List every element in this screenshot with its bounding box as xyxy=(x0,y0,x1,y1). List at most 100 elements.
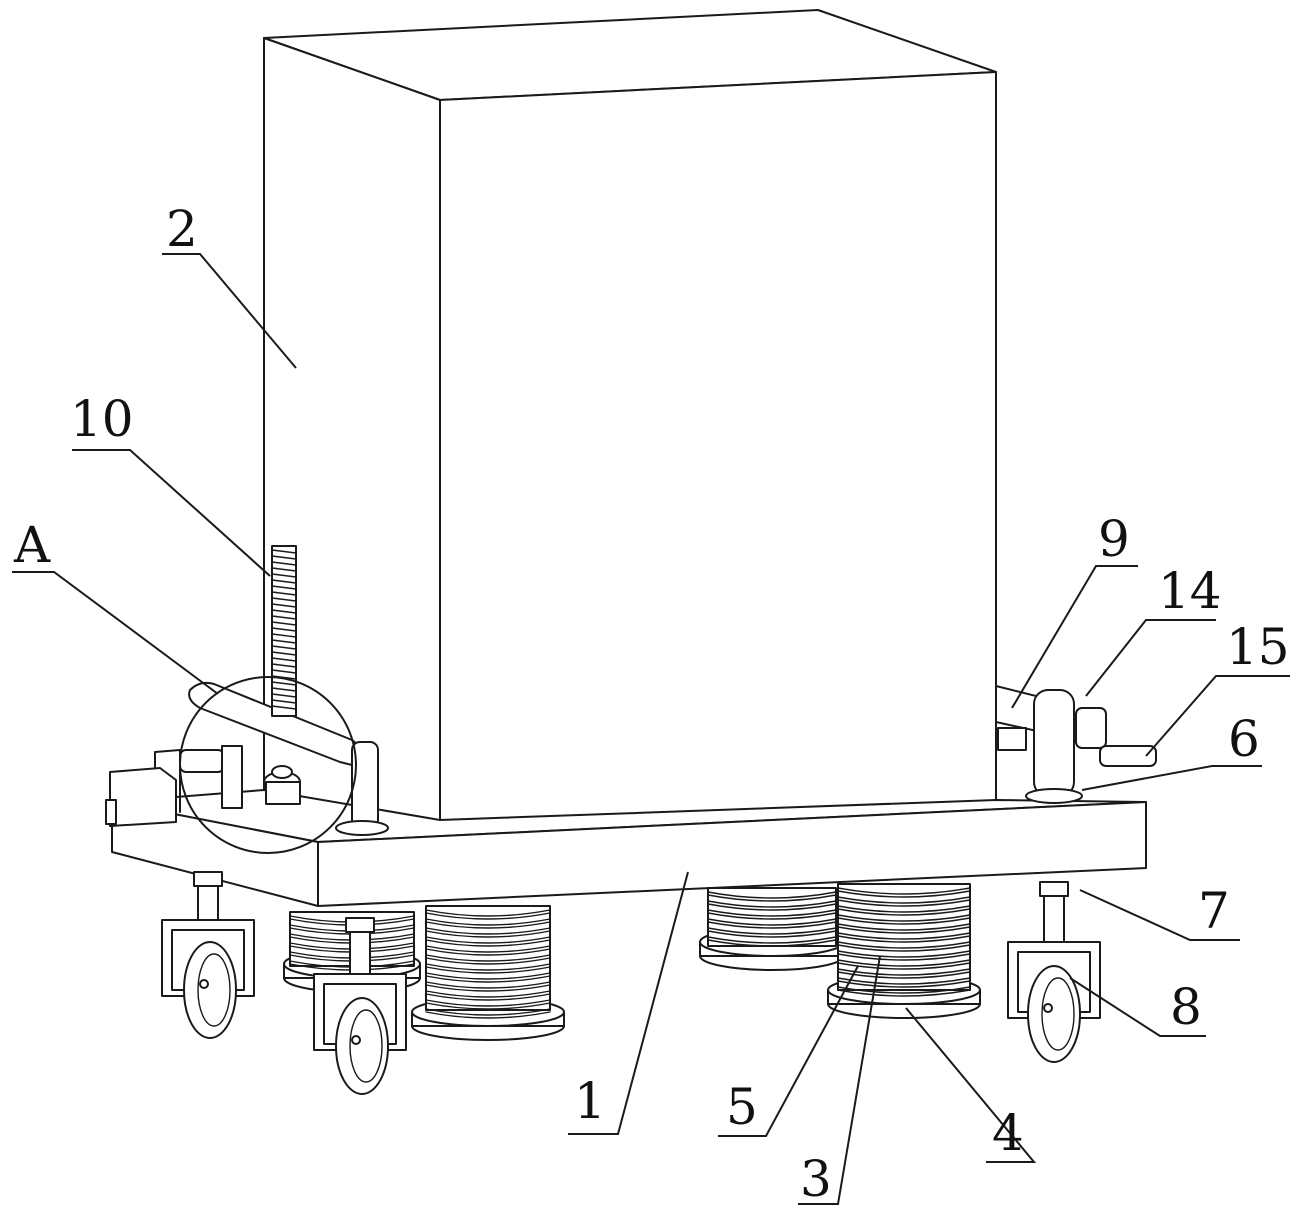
thread-line xyxy=(271,657,297,662)
left-rail-assembly xyxy=(105,681,389,836)
spring-rear-right-coil xyxy=(707,927,837,935)
thread-line xyxy=(271,573,297,578)
caster-front-left-collar xyxy=(345,917,375,933)
spring-rear-right-coil xyxy=(707,891,837,899)
spring-front-left-coil xyxy=(425,1002,551,1010)
callout-8: 8 xyxy=(1170,978,1202,1036)
leader-a xyxy=(12,571,219,695)
caster-right-wheel xyxy=(1027,965,1081,1063)
spring-front-left-coil xyxy=(425,936,551,944)
caster-rear-left-axle xyxy=(199,979,209,989)
thread-line xyxy=(271,627,297,632)
caster-rear-left-wheel xyxy=(183,941,237,1039)
leader-10 xyxy=(72,449,271,577)
spring-front-right-coil xyxy=(837,890,971,898)
spring-front-left-coil xyxy=(425,921,551,929)
spring-front-right-coil xyxy=(837,944,971,952)
threaded-rod xyxy=(271,545,297,717)
caster-rear-left-collar xyxy=(193,871,223,887)
thread-line xyxy=(271,705,297,710)
spring-rear-right-coil xyxy=(707,936,837,944)
spring-rear-right-coil xyxy=(707,912,837,920)
leader-2 xyxy=(162,253,297,369)
caster-front-left-axle xyxy=(351,1035,361,1045)
thread-line xyxy=(271,567,297,572)
thread-line xyxy=(271,663,297,668)
threaded-rod-threads xyxy=(271,549,297,710)
spring-front-right-coil xyxy=(837,935,971,943)
spring-rear-right-coil xyxy=(707,894,837,902)
caster-front-left xyxy=(313,917,407,1095)
spring-front-left-coil xyxy=(425,966,551,974)
leader-1 xyxy=(568,871,689,1135)
spring-front-right-coil xyxy=(837,923,971,931)
right-upright-base xyxy=(1025,788,1083,804)
spring-front-left-coil xyxy=(425,984,551,992)
left-rail-lip xyxy=(154,749,181,813)
spring-front-right-coil xyxy=(837,908,971,916)
caster-right-wheel-rim xyxy=(1041,977,1075,1051)
spring-front-right-coil xyxy=(837,896,971,904)
spring-front-left-coil xyxy=(425,1008,551,1016)
spring-rear-right-coil xyxy=(707,900,837,908)
caster-front-left-wheel-rim xyxy=(349,1009,383,1083)
callout-10: 10 xyxy=(70,390,134,448)
left-bolt-top xyxy=(271,765,293,779)
spring-rear-right xyxy=(699,887,845,971)
spring-front-right-coil xyxy=(837,926,971,934)
leader-7 xyxy=(1079,889,1240,941)
cabinet-front-face xyxy=(439,71,997,833)
caster-rear-left xyxy=(161,871,255,1039)
spring-group xyxy=(283,883,981,1041)
thread-line xyxy=(271,591,297,596)
spring-front-left-coil xyxy=(425,957,551,965)
spring-front-left-coil xyxy=(425,972,551,980)
leader-3 xyxy=(798,955,881,1205)
spring-front-right-coil xyxy=(837,953,971,961)
spring-front-left xyxy=(411,905,565,1041)
callout-a: A xyxy=(13,516,51,574)
spring-rear-right-coil xyxy=(707,918,837,926)
left-bolt-body xyxy=(265,781,301,805)
spring-front-left-coil xyxy=(425,993,551,1001)
right-clamp-pin xyxy=(1099,745,1157,767)
base-plate-edge xyxy=(317,801,1147,843)
leader-5 xyxy=(718,965,859,1137)
spring-front-left-coil xyxy=(425,939,551,947)
spring-front-right-coil xyxy=(837,986,971,994)
spring-front-right-coil xyxy=(837,941,971,949)
leader-lines xyxy=(12,253,1290,1205)
left-clamp-post xyxy=(221,745,243,809)
left-clamp-pin xyxy=(179,749,225,773)
spring-front-left-coil xyxy=(425,963,551,971)
thread-line xyxy=(271,633,297,638)
caster-rear-left-wheel-rim xyxy=(197,953,231,1027)
left-rail-block xyxy=(109,767,177,827)
spring-front-left-coil xyxy=(425,954,551,962)
spring-front-left-coil xyxy=(425,909,551,917)
spring-rear-right-coil xyxy=(707,921,837,929)
callout-9: 9 xyxy=(1098,510,1130,568)
spring-front-left-coil xyxy=(425,930,551,938)
spring-front-right-coil xyxy=(837,905,971,913)
caster-right-axle xyxy=(1043,1003,1053,1013)
thread-line xyxy=(271,651,297,656)
thread-line xyxy=(271,603,297,608)
spring-front-left-coil xyxy=(425,945,551,953)
thread-line xyxy=(271,579,297,584)
cabinet-box xyxy=(263,9,997,833)
caster-group xyxy=(161,871,1101,1095)
callout-1: 1 xyxy=(574,1072,606,1130)
thread-line xyxy=(271,549,297,554)
caster-front-left-wheel xyxy=(335,997,389,1095)
spring-front-right-coil xyxy=(837,914,971,922)
thread-line xyxy=(271,693,297,698)
callout-6: 6 xyxy=(1228,710,1260,768)
leader-6 xyxy=(1081,765,1262,791)
spring-front-right-coil xyxy=(837,932,971,940)
spring-front-right-coil xyxy=(837,989,971,997)
spring-front-left-coil xyxy=(425,912,551,920)
thread-line xyxy=(271,621,297,626)
thread-line xyxy=(271,645,297,650)
right-clamp-cap xyxy=(1075,707,1107,749)
